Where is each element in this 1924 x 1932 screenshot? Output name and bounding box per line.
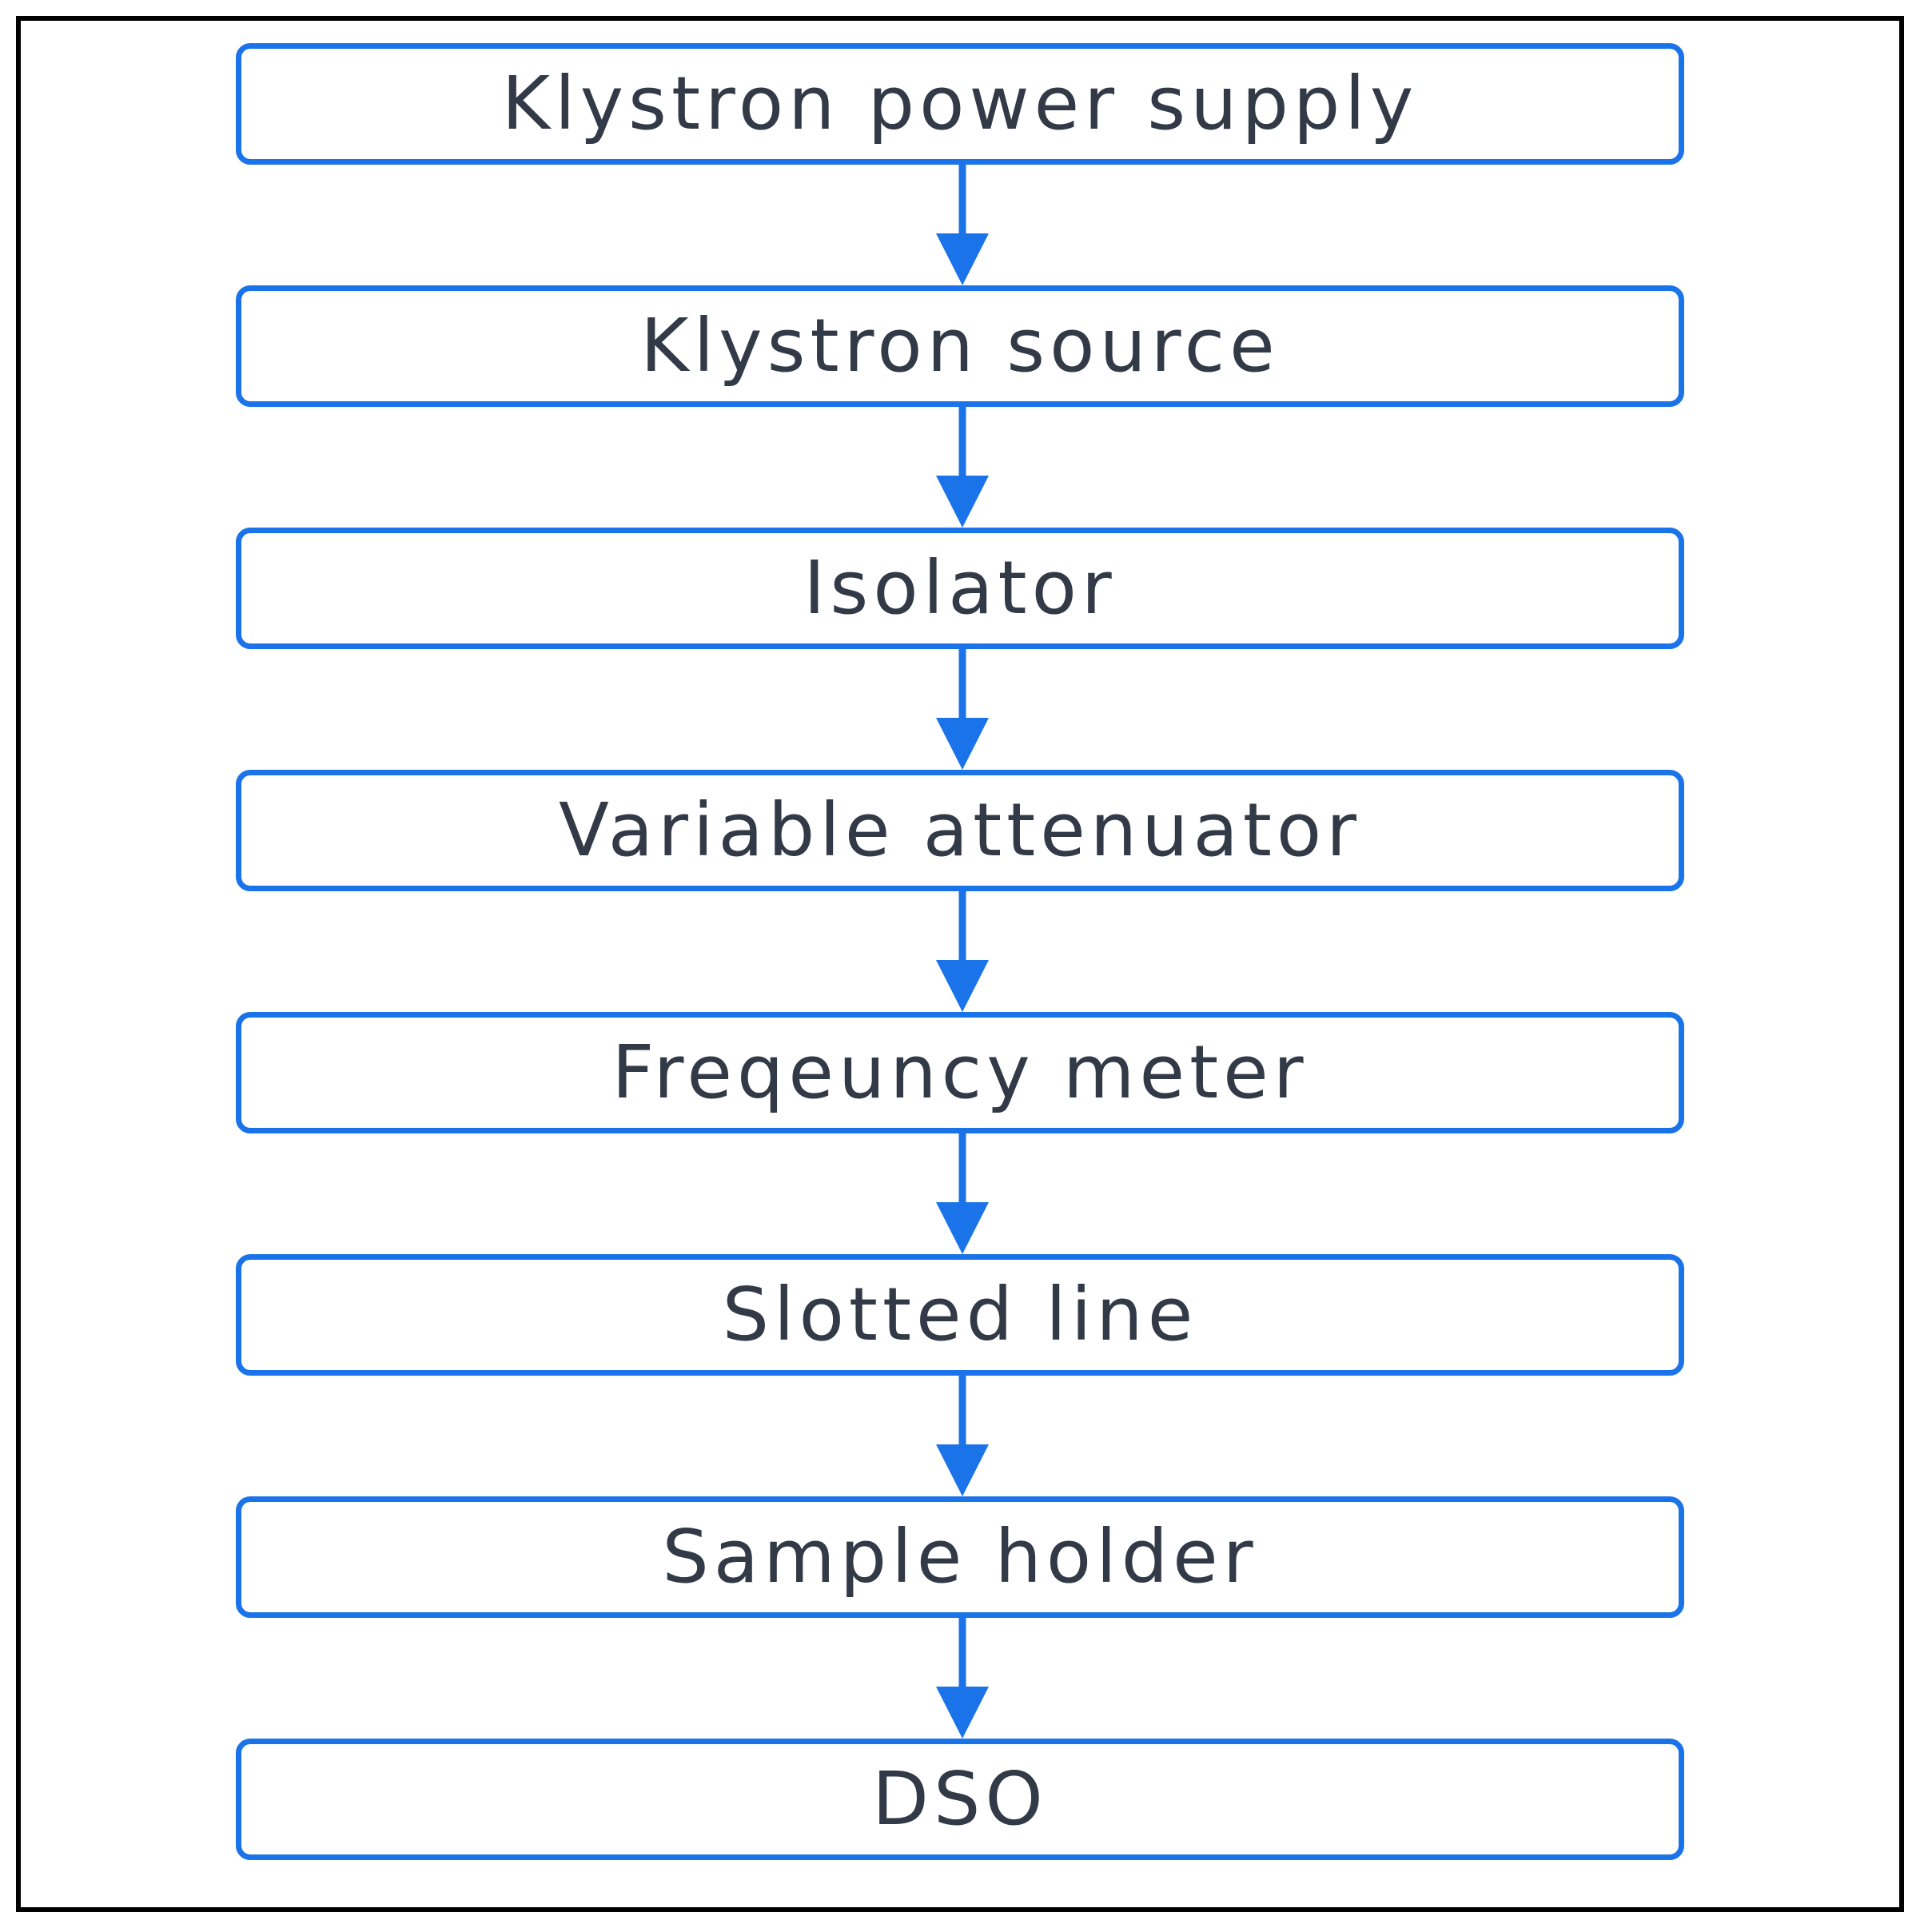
node-label: Sample holder xyxy=(662,1514,1258,1599)
node-label: Variable attenuator xyxy=(558,787,1362,873)
arrow-down-icon xyxy=(936,165,989,285)
arrow-down-icon xyxy=(936,649,989,770)
node-dso: DSO xyxy=(236,1739,1684,1860)
node-label: Klystron source xyxy=(640,303,1280,388)
arrow-down-icon xyxy=(936,1133,989,1254)
diagram-frame xyxy=(16,16,1904,1912)
arrow-down-icon xyxy=(936,891,989,1012)
node-isolator: Isolator xyxy=(236,528,1684,649)
node-variable-attenuator: Variable attenuator xyxy=(236,770,1684,891)
node-label: Isolator xyxy=(803,545,1117,631)
arrow-down-icon xyxy=(936,1376,989,1496)
node-klystron-power-supply: Klystron power supply xyxy=(236,43,1684,165)
node-label: Klystron power supply xyxy=(501,61,1419,146)
node-frequency-meter: Freqeuncy meter xyxy=(236,1012,1684,1133)
node-label: Freqeuncy meter xyxy=(611,1030,1309,1115)
node-sample-holder: Sample holder xyxy=(236,1496,1684,1618)
arrow-down-icon xyxy=(936,1618,989,1739)
node-klystron-source: Klystron source xyxy=(236,285,1684,407)
node-slotted-line: Slotted line xyxy=(236,1254,1684,1376)
arrow-down-icon xyxy=(936,407,989,528)
node-label: Slotted line xyxy=(722,1272,1198,1357)
node-label: DSO xyxy=(872,1756,1048,1842)
